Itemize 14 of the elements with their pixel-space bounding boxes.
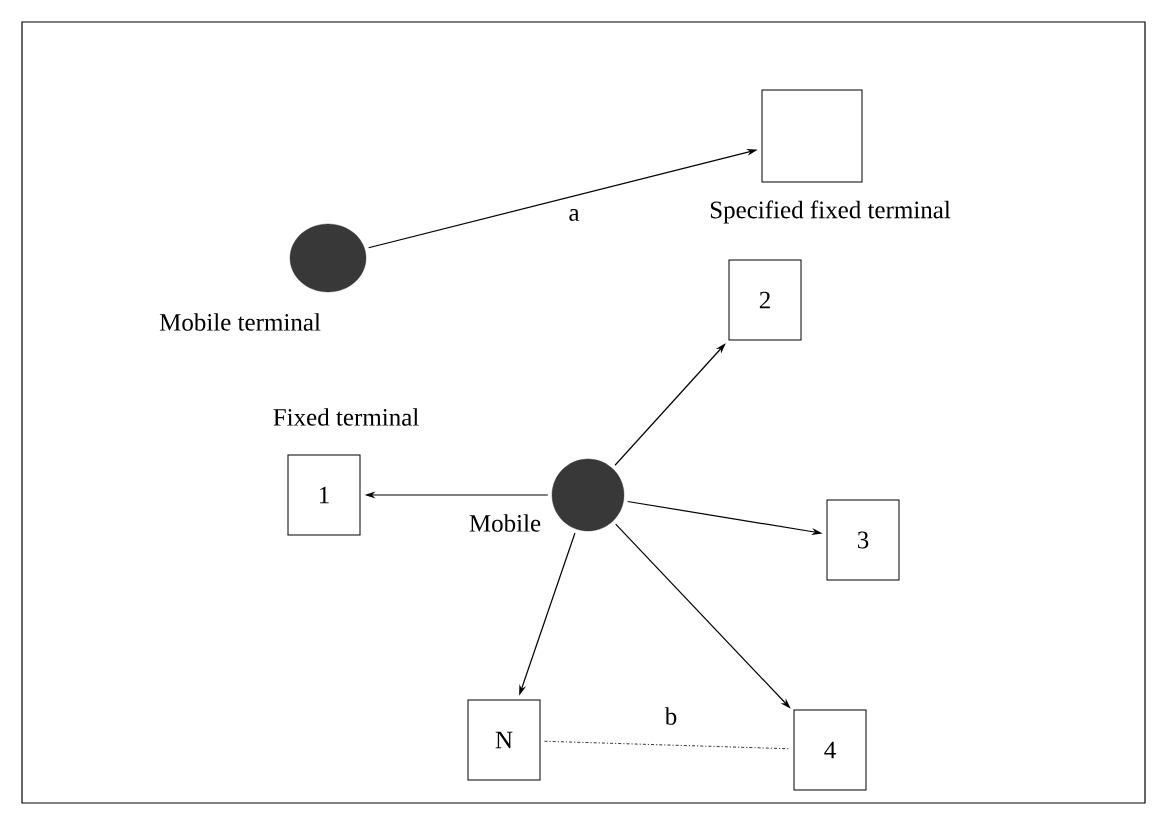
edge-label: b [664,707,677,725]
terminal-box: 1 [287,454,361,536]
node-caption: Mobile terminal [159,313,321,331]
terminal-box [761,89,863,183]
terminal-box: 2 [728,259,802,341]
terminal-circle [551,458,625,532]
node-caption: Mobile [469,514,541,532]
node-caption: Specified fixed terminal [710,200,951,224]
terminal-box: 4 [793,709,867,791]
terminal-box: N [467,699,541,781]
terminal-circle [289,223,367,293]
group-label: Fixed terminal [273,408,419,426]
edge-label: a [569,209,580,221]
terminal-box: 3 [826,499,900,581]
